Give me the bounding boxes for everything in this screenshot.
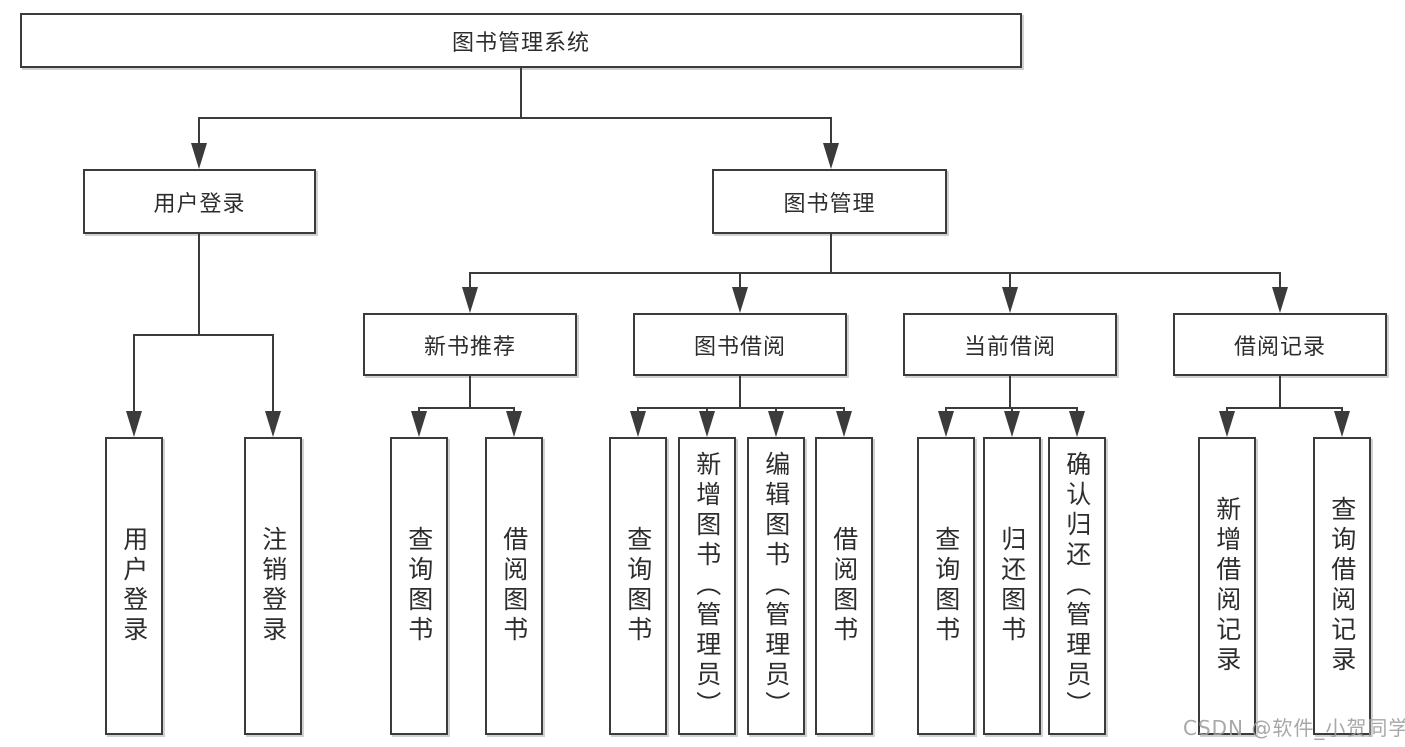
csdn-watermark: CSDN @软件_小贺同学 bbox=[1183, 716, 1405, 740]
node-edit-books-admin: 编辑图书（管理员） bbox=[747, 437, 805, 735]
arrowhead-icon bbox=[1272, 287, 1288, 313]
node-library-management-system-label: 图书管理系统 bbox=[451, 30, 590, 56]
node-book-management: 图书管理 bbox=[712, 169, 947, 234]
arrowhead-icon bbox=[1334, 411, 1350, 437]
node-query-books-recommend: 查询图书 bbox=[390, 437, 448, 735]
connector-line bbox=[520, 68, 522, 117]
node-logout-label: 注销登录 bbox=[258, 526, 288, 646]
node-confirm-return-admin: 确认归还（管理员） bbox=[1048, 437, 1106, 735]
arrowhead-icon bbox=[411, 411, 427, 437]
connector-line bbox=[469, 272, 1281, 274]
node-library-management-system: 图书管理系统 bbox=[20, 13, 1022, 68]
node-query-books-borrowing-label: 查询图书 bbox=[623, 526, 653, 646]
node-query-books-borrowing: 查询图书 bbox=[609, 437, 667, 735]
node-borrow-books: 借阅图书 bbox=[815, 437, 873, 735]
node-current-borrowing-label: 当前借阅 bbox=[963, 334, 1056, 360]
arrowhead-icon bbox=[265, 411, 281, 437]
connector-line bbox=[198, 117, 200, 145]
node-book-borrowing-label: 图书借阅 bbox=[693, 334, 786, 360]
node-borrow-books-recommend: 借阅图书 bbox=[485, 437, 543, 735]
node-query-borrow-record-label: 查询借阅记录 bbox=[1327, 496, 1357, 676]
node-borrowing-records: 借阅记录 bbox=[1173, 313, 1387, 376]
node-user-login-label: 用户登录 bbox=[153, 191, 246, 217]
connector-line bbox=[637, 407, 845, 409]
arrowhead-icon bbox=[191, 143, 207, 169]
arrowhead-icon bbox=[1002, 287, 1018, 313]
arrowhead-icon bbox=[823, 143, 839, 169]
node-user-login: 用户登录 bbox=[83, 169, 316, 234]
connector-line bbox=[1226, 407, 1343, 409]
connector-line bbox=[1009, 272, 1011, 289]
connector-line bbox=[133, 334, 274, 336]
node-query-books-recommend-label: 查询图书 bbox=[404, 526, 434, 646]
connector-line bbox=[739, 376, 741, 409]
connector-line bbox=[637, 407, 639, 414]
node-book-management-label: 图书管理 bbox=[783, 191, 876, 217]
node-confirm-return-admin-label: 确认归还（管理员） bbox=[1062, 451, 1092, 721]
node-edit-books-admin-label: 编辑图书（管理员） bbox=[761, 451, 791, 721]
connector-line bbox=[830, 234, 832, 274]
arrowhead-icon bbox=[462, 287, 478, 313]
node-query-books-current-label: 查询图书 bbox=[931, 526, 961, 646]
node-add-borrow-record-label: 新增借阅记录 bbox=[1212, 496, 1242, 676]
node-new-book-recommendation: 新书推荐 bbox=[363, 313, 577, 376]
connector-line bbox=[739, 272, 741, 289]
node-logout: 注销登录 bbox=[244, 437, 302, 735]
connector-line bbox=[418, 407, 515, 409]
arrowhead-icon bbox=[938, 411, 954, 437]
arrowhead-icon bbox=[768, 411, 784, 437]
node-add-books-admin: 新增图书（管理员） bbox=[678, 437, 736, 735]
node-current-borrowing: 当前借阅 bbox=[903, 313, 1117, 376]
node-book-borrowing: 图书借阅 bbox=[633, 313, 847, 376]
connector-line bbox=[198, 234, 200, 336]
node-query-borrow-record: 查询借阅记录 bbox=[1313, 437, 1371, 735]
connector-line bbox=[1009, 376, 1011, 409]
connector-line bbox=[198, 117, 832, 119]
node-borrow-books-recommend-label: 借阅图书 bbox=[499, 526, 529, 646]
connector-line bbox=[830, 117, 832, 145]
node-return-books: 归还图书 bbox=[983, 437, 1041, 735]
arrowhead-icon bbox=[836, 411, 852, 437]
arrowhead-icon bbox=[1004, 411, 1020, 437]
node-return-books-label: 归还图书 bbox=[997, 526, 1027, 646]
arrowhead-icon bbox=[630, 411, 646, 437]
connector-line bbox=[272, 334, 274, 413]
connector-line bbox=[945, 407, 947, 414]
connector-line bbox=[843, 407, 845, 414]
connector-line bbox=[1341, 407, 1343, 414]
node-borrow-books-label: 借阅图书 bbox=[829, 526, 859, 646]
connector-line bbox=[133, 334, 135, 413]
connector-line bbox=[1076, 407, 1078, 414]
connector-line bbox=[469, 376, 471, 409]
connector-line bbox=[418, 407, 420, 414]
connector-line bbox=[706, 407, 708, 414]
arrowhead-icon bbox=[506, 411, 522, 437]
node-new-book-recommendation-label: 新书推荐 bbox=[423, 334, 516, 360]
node-user-login-leaf: 用户登录 bbox=[105, 437, 163, 735]
arrowhead-icon bbox=[1069, 411, 1085, 437]
node-user-login-leaf-label: 用户登录 bbox=[119, 526, 149, 646]
node-add-books-admin-label: 新增图书（管理员） bbox=[692, 451, 722, 721]
arrowhead-icon bbox=[699, 411, 715, 437]
arrowhead-icon bbox=[732, 287, 748, 313]
node-query-books-current: 查询图书 bbox=[917, 437, 975, 735]
connector-line bbox=[1279, 272, 1281, 289]
connector-line bbox=[513, 407, 515, 414]
connector-line bbox=[1279, 376, 1281, 409]
arrowhead-icon bbox=[126, 411, 142, 437]
connector-line bbox=[1011, 407, 1013, 414]
node-add-borrow-record: 新增借阅记录 bbox=[1198, 437, 1256, 735]
arrowhead-icon bbox=[1219, 411, 1235, 437]
node-borrowing-records-label: 借阅记录 bbox=[1233, 334, 1326, 360]
connector-line bbox=[1226, 407, 1228, 414]
connector-line bbox=[775, 407, 777, 414]
connector-line bbox=[469, 272, 471, 289]
